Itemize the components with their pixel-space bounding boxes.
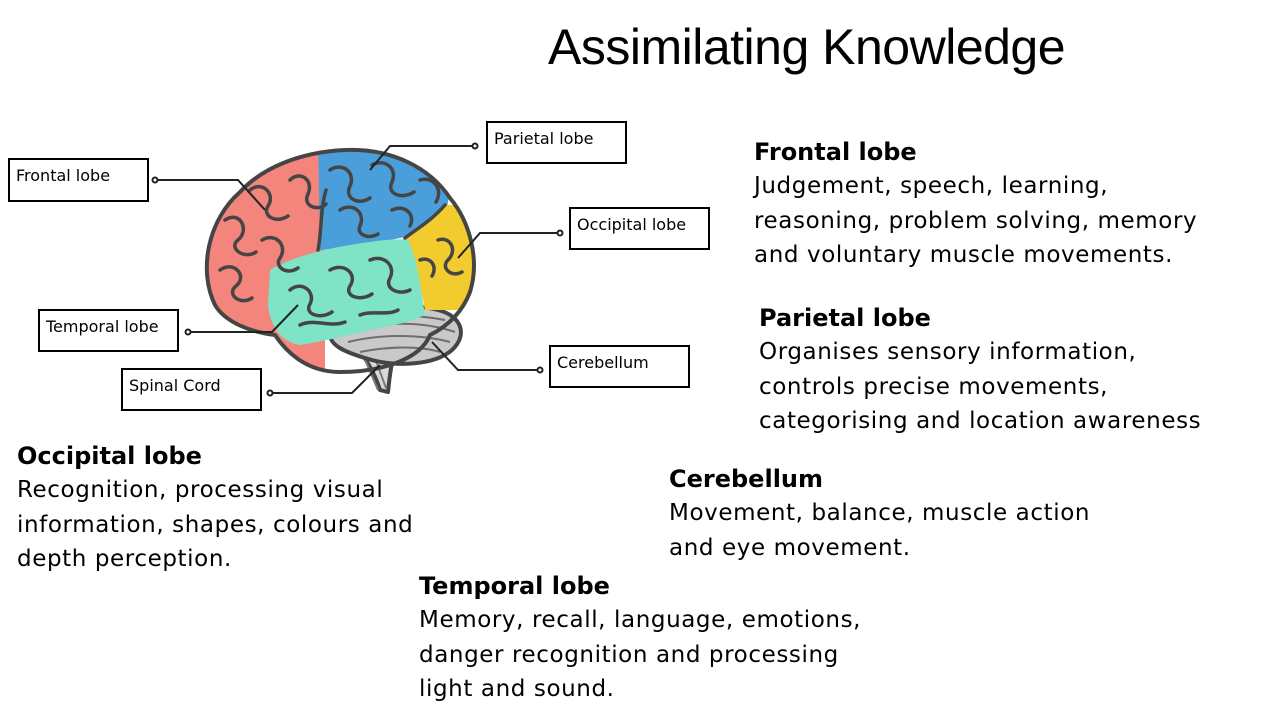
frontal-line-1: Judgement, speech, learning,: [754, 173, 1109, 199]
frontal-lobe-description: Frontal lobe Judgement, speech, learning…: [754, 135, 1197, 273]
occipital-line-3: depth perception.: [17, 546, 232, 572]
label-temporal-lobe: Temporal lobe: [38, 309, 179, 352]
occipital-lobe-heading: Occipital lobe: [17, 442, 202, 470]
label-parietal-lobe: Parietal lobe: [486, 121, 627, 164]
cerebellum-line-1: Movement, balance, muscle action: [669, 500, 1091, 526]
temporal-lobe-heading: Temporal lobe: [419, 572, 610, 600]
frontal-line-2: reasoning, problem solving, memory: [754, 207, 1198, 234]
parietal-line-3: categorising and location awareness: [759, 408, 1202, 434]
temporal-line-3: light and sound.: [419, 676, 615, 702]
page-title: Assimilating Knowledge: [548, 19, 1066, 75]
temporal-lobe-description: Temporal lobe Memory, recall, language, …: [419, 569, 861, 707]
temporal-line-1: Memory, recall, language, emotions,: [419, 607, 862, 633]
parietal-line-2: controls precise movements,: [759, 373, 1109, 400]
frontal-line-3: and voluntary muscle movements.: [754, 242, 1174, 268]
brain-illustration: [151, 142, 564, 397]
temporal-lobe-shape: [268, 239, 425, 345]
occipital-lobe-description: Occipital lobe Recognition, processing v…: [17, 439, 413, 577]
temporal-line-2: danger recognition and processing: [419, 641, 839, 668]
occipital-line-1: Recognition, processing visual: [17, 477, 384, 503]
occipital-line-2: information, shapes, colours and: [17, 511, 414, 538]
cerebellum-heading: Cerebellum: [669, 465, 824, 493]
label-occipital-lobe: Occipital lobe: [569, 207, 710, 250]
brain-diagram: Frontal lobe Parietal lobe Occipital lob…: [0, 110, 730, 430]
parietal-lobe-description: Parietal lobe Organises sensory informat…: [759, 301, 1201, 439]
label-cerebellum: Cerebellum: [549, 345, 690, 388]
occipital-lobe-shape: [405, 205, 474, 310]
parietal-line-1: Organises sensory information,: [759, 339, 1137, 365]
frontal-lobe-heading: Frontal lobe: [754, 138, 917, 166]
cerebellum-line-2: and eye movement.: [669, 534, 911, 561]
label-spinal-cord: Spinal Cord: [121, 368, 262, 411]
cerebellum-description: Cerebellum Movement, balance, muscle act…: [669, 462, 1090, 565]
parietal-lobe-heading: Parietal lobe: [759, 304, 931, 332]
label-frontal-lobe: Frontal lobe: [8, 158, 149, 202]
